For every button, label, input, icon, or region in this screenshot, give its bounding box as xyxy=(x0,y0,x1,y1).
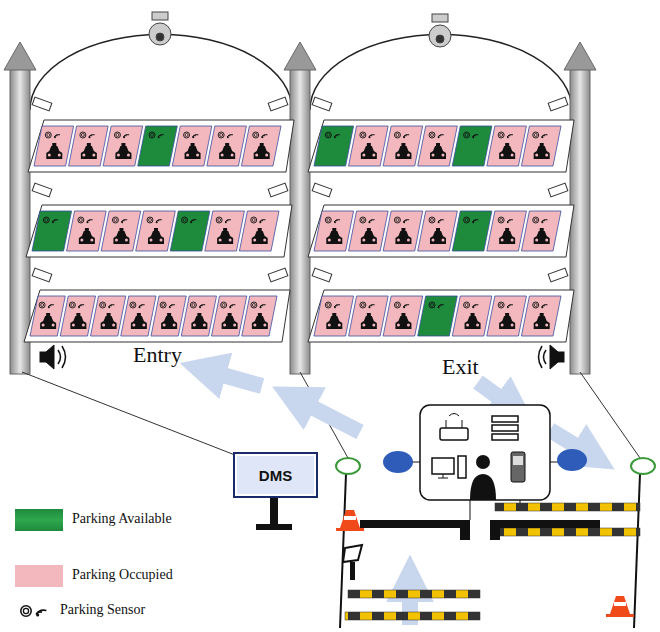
flow-arrow xyxy=(212,372,586,625)
area-label: Exit xyxy=(442,354,479,380)
area-label: Entry xyxy=(133,342,182,368)
ticket-kiosk xyxy=(343,545,362,580)
parking-floors xyxy=(24,120,574,342)
sensor-sample xyxy=(21,606,47,617)
wall-cameras xyxy=(32,97,568,282)
gate-barrier xyxy=(345,503,640,620)
traffic-cone xyxy=(336,510,634,617)
sign-text: DMS xyxy=(259,467,292,484)
control-room xyxy=(420,405,550,500)
legend-swatch xyxy=(15,509,63,531)
legend-text: Parking Occupied xyxy=(72,567,173,583)
sign-post xyxy=(256,498,292,530)
legend-swatch xyxy=(15,565,63,587)
speaker xyxy=(40,345,564,369)
pillars xyxy=(4,42,596,374)
arch xyxy=(30,34,292,110)
dms-sign: DMS xyxy=(233,452,318,498)
legend-text: Parking Available xyxy=(72,511,172,527)
legend-text: Parking Sensor xyxy=(60,602,145,618)
